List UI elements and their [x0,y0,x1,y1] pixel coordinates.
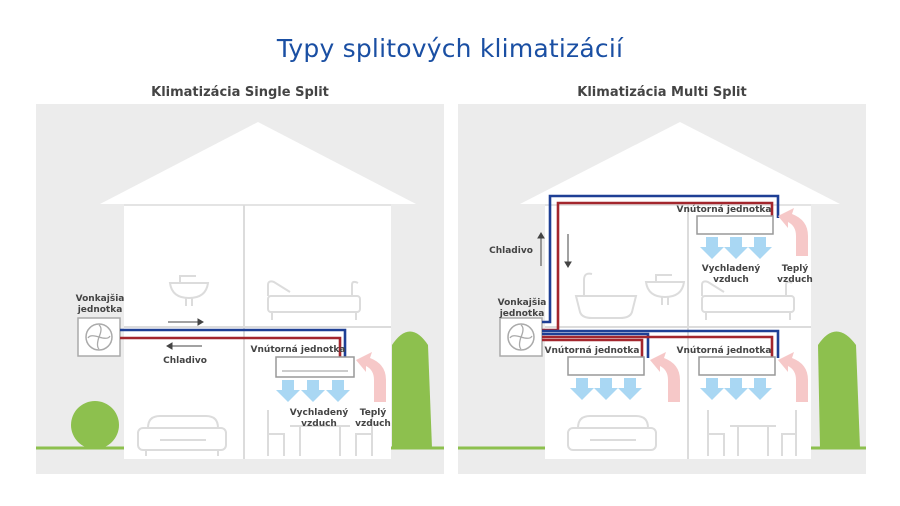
single-warm-air-label: Teplý vzduch [355,408,391,429]
multi-split-heading: Klimatizácia Multi Split [577,85,747,100]
roof [100,122,416,204]
dining-table-icon [267,410,373,456]
multi-warm-air-label: Teplý vzduch [777,264,813,285]
bed-icon [701,280,795,320]
single-split-heading: Klimatizácia Single Split [151,85,329,100]
tree-icon [71,401,119,449]
single-refrigerant-label: Chladivo [163,356,207,366]
bathtub-icon [574,272,638,319]
dining-table-icon [707,410,797,456]
multi-cooled-air-label: Vychladený vzduch [701,264,761,285]
outdoor-unit-icon [77,317,121,357]
warm-air-arrow [356,352,386,402]
outdoor-unit-icon [499,317,543,357]
indoor-unit-icon [567,356,645,376]
sofa-icon [137,415,227,456]
single-house [36,122,444,459]
bed-icon [267,280,361,320]
tree-icon [392,331,432,448]
tree-icon [818,331,860,448]
page-title: Typy splitových klimatizácií [276,34,624,63]
indoor-unit-icon [696,215,774,235]
single-outdoor-unit-label: Vonkajšia jednotka [75,294,125,315]
indoor-unit-icon [275,356,355,378]
indoor-unit-icon [698,356,776,376]
multi-outdoor-unit-label: Vonkajšia jednotka [497,298,547,319]
sofa-icon [567,415,657,451]
multi-house [458,122,866,459]
multi-indoor-unit-left-label: Vnútorná jednotka [544,346,640,356]
multi-indoor-unit-right-label: Vnútorná jednotka [676,346,772,356]
single-cooled-air-label: Vychladený vzduch [289,408,349,429]
multi-refrigerant-label: Chladivo [489,246,533,256]
multi-indoor-unit-top-label: Vnútorná jednotka [676,205,772,215]
single-indoor-unit-label: Vnútorná jednotka [250,345,346,355]
sink-icon [644,274,686,305]
sink-icon [168,275,210,306]
